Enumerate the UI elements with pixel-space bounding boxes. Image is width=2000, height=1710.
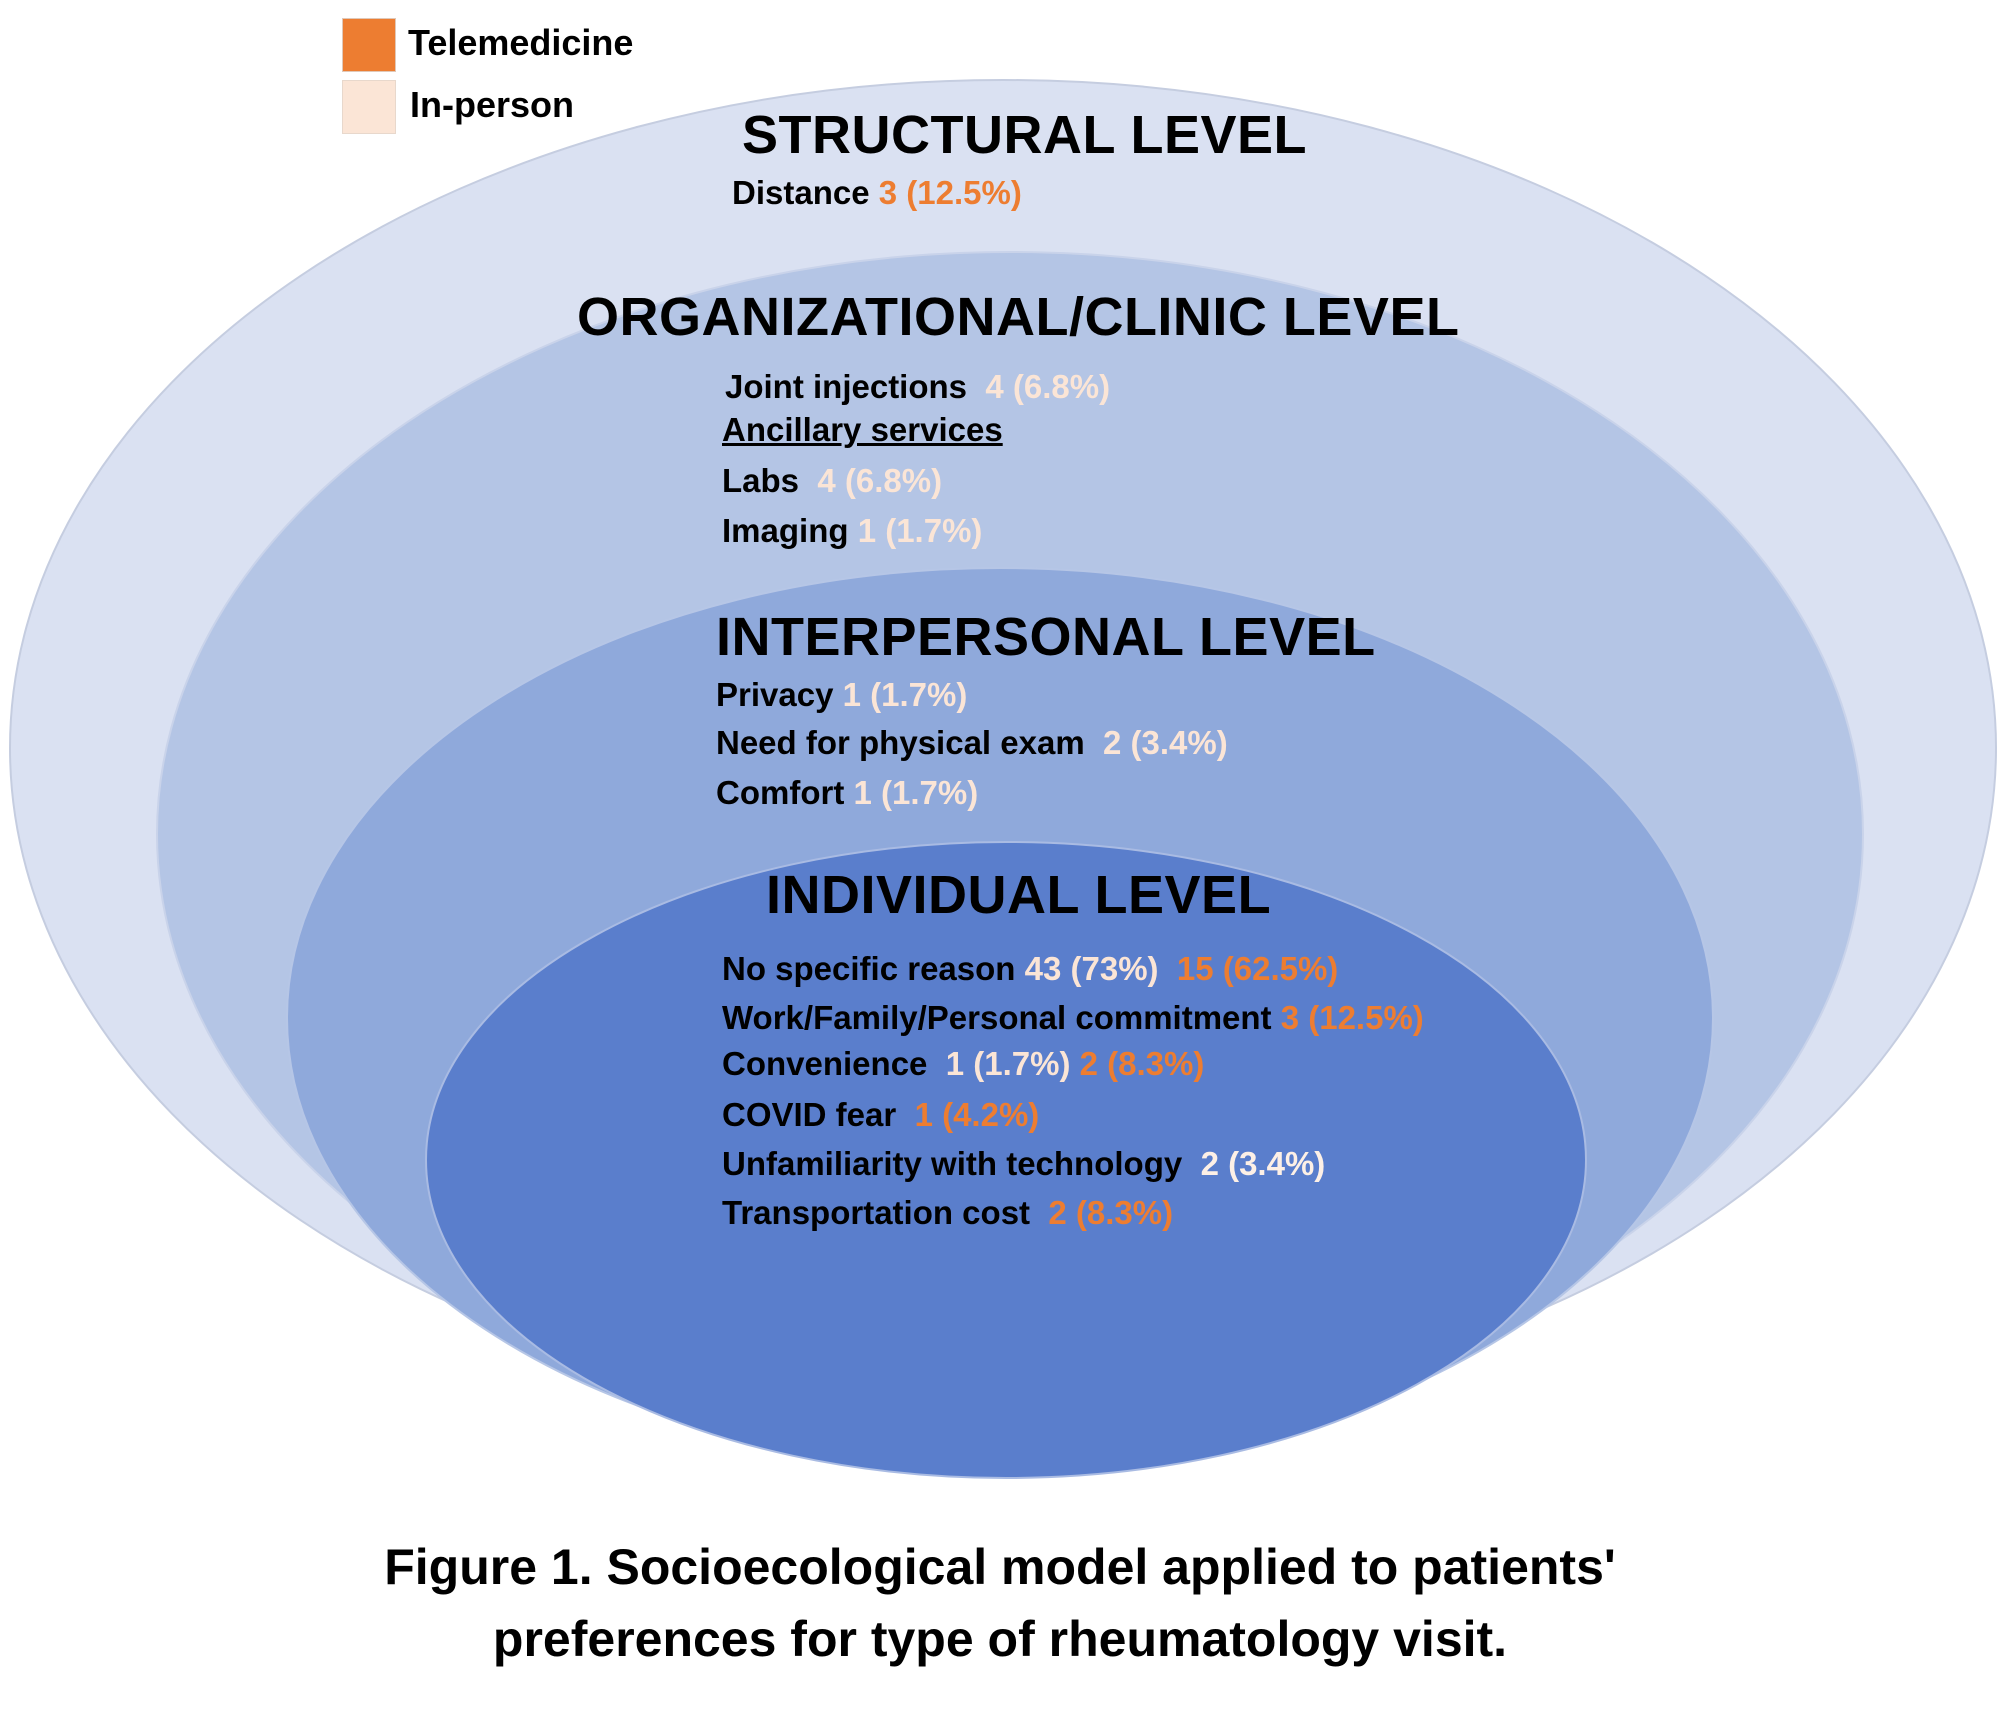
- individual-item-covid-fear: COVID fear 1 (4.2%): [722, 1096, 1039, 1134]
- structural-item-distance: Distance 3 (12.5%): [732, 174, 1022, 212]
- inperson-value: 4 (6.8%): [985, 368, 1111, 405]
- telemedicine-value: 15 (62.5%): [1176, 950, 1339, 987]
- item-label: Unfamiliarity with technology: [722, 1145, 1183, 1182]
- inperson-value: 1 (1.7%): [842, 676, 968, 713]
- interpersonal-item-comfort: Comfort 1 (1.7%): [716, 774, 978, 812]
- inperson-value: 1 (1.7%): [857, 512, 983, 549]
- organizational-item-imaging: Imaging 1 (1.7%): [722, 512, 982, 550]
- item-label: Convenience: [722, 1045, 928, 1082]
- inperson-value: 4 (6.8%): [817, 462, 943, 499]
- telemedicine-value: 1 (4.2%): [914, 1096, 1040, 1133]
- item-label: Transportation cost: [722, 1194, 1031, 1231]
- item-label: Joint injections: [725, 368, 968, 405]
- individual-level-ellipse: [425, 841, 1587, 1479]
- inperson-value: 43 (73%): [1024, 950, 1159, 987]
- individual-level-title: INDIVIDUAL LEVEL: [766, 865, 1272, 925]
- item-label: COVID fear: [722, 1096, 897, 1133]
- item-label: Imaging: [722, 512, 849, 549]
- structural-level-title: STRUCTURAL LEVEL: [742, 105, 1308, 165]
- individual-item-work-family: Work/Family/Personal commitment 3 (12.5%…: [722, 999, 1424, 1037]
- individual-item-transportation-cost: Transportation cost 2 (8.3%): [722, 1194, 1173, 1232]
- legend-swatch-inperson: [342, 80, 396, 134]
- inperson-value: 1 (1.7%): [945, 1045, 1071, 1082]
- inperson-value: 2 (3.4%): [1103, 724, 1228, 761]
- legend-swatch-telemedicine: [342, 18, 396, 72]
- item-label: Distance: [732, 174, 870, 211]
- telemedicine-value: 2 (8.3%): [1079, 1045, 1205, 1082]
- figure-caption-line-2: preferences for type of rheumatology vis…: [492, 1611, 1508, 1667]
- organizational-subheader-ancillary: Ancillary services: [722, 411, 1003, 448]
- interpersonal-item-privacy: Privacy 1 (1.7%): [716, 676, 967, 714]
- interpersonal-item-physical-exam: Need for physical exam 2 (3.4%): [716, 724, 1228, 762]
- item-label: Labs: [722, 462, 800, 499]
- telemedicine-value: 2 (8.3%): [1048, 1194, 1174, 1231]
- item-label: Work/Family/Personal commitment: [722, 999, 1272, 1036]
- figure-caption-line-1: Figure 1. Socioecological model applied …: [384, 1539, 1616, 1595]
- interpersonal-level-title: INTERPERSONAL LEVEL: [716, 607, 1376, 667]
- telemedicine-value: 3 (12.5%): [1280, 999, 1424, 1036]
- individual-item-no-specific-reason: No specific reason 43 (73%) 15 (62.5%): [722, 950, 1338, 988]
- organizational-level-title: ORGANIZATIONAL/CLINIC LEVEL: [577, 287, 1460, 347]
- individual-item-unfamiliarity-technology: Unfamiliarity with technology 2 (3.4%): [722, 1145, 1325, 1183]
- inperson-value: 2 (3.4%): [1200, 1145, 1326, 1182]
- item-label: No specific reason: [722, 950, 1016, 987]
- item-label: Comfort: [716, 774, 845, 811]
- legend-label-inperson: In-person: [410, 84, 575, 125]
- organizational-item-joint-injections: Joint injections 4 (6.8%): [725, 368, 1110, 406]
- item-label: Privacy: [716, 676, 834, 713]
- inperson-value: 1 (1.7%): [853, 774, 979, 811]
- telemedicine-value: 3 (12.5%): [878, 174, 1022, 211]
- legend-label-telemedicine: Telemedicine: [408, 22, 634, 63]
- individual-item-convenience: Convenience 1 (1.7%) 2 (8.3%): [722, 1045, 1204, 1083]
- item-label: Need for physical exam: [716, 724, 1085, 761]
- organizational-item-labs: Labs 4 (6.8%): [722, 462, 942, 500]
